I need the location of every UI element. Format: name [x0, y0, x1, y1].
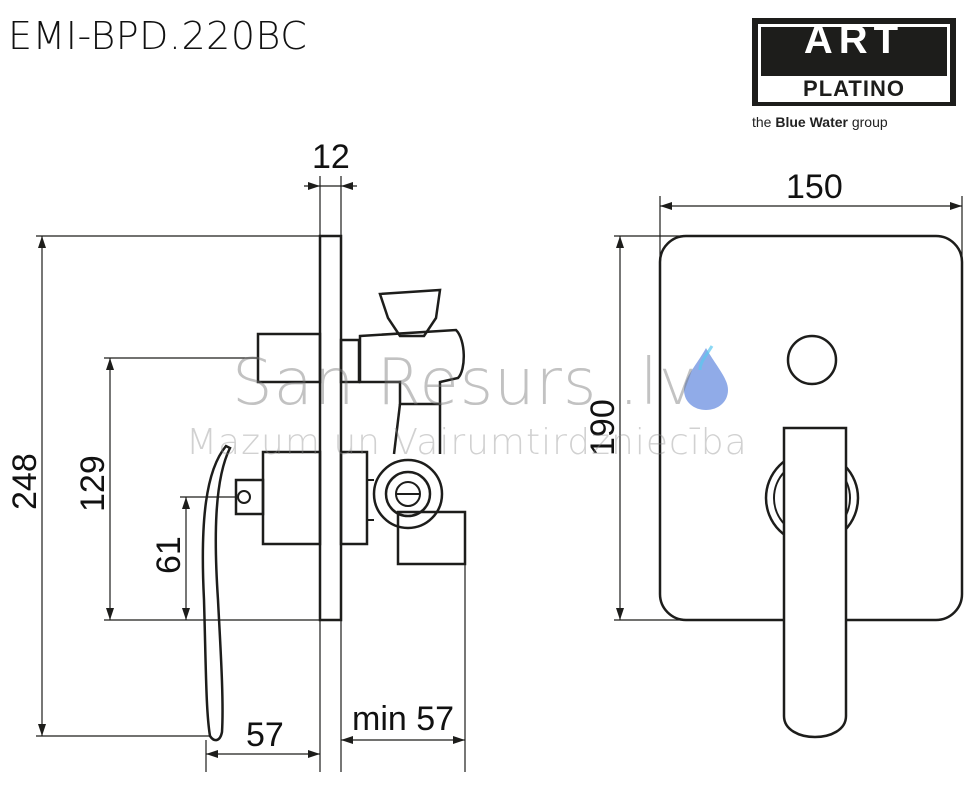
brand-tagline: the Blue Water group — [752, 114, 962, 130]
arrow-min57-right — [453, 736, 465, 744]
dim-129-label: 129 — [74, 455, 112, 512]
dim-57-label: 57 — [246, 716, 284, 754]
front-handle-lever — [782, 426, 848, 739]
arrow-61-top — [182, 497, 190, 509]
arrow-129-bot — [106, 608, 114, 620]
side-handle-lever — [201, 444, 232, 742]
side-lower-box — [396, 510, 467, 566]
arrow-190-top — [616, 236, 624, 248]
dim-190-label: 190 — [584, 399, 622, 456]
model-title: EMI-BPD.220BC — [8, 14, 308, 58]
dim-248-label: 248 — [6, 453, 44, 510]
side-diverter-body — [358, 328, 465, 406]
arrow-190-bot — [616, 608, 624, 620]
side-diverter-stem — [392, 403, 402, 455]
logo-art-text: ART — [803, 18, 905, 62]
watermark-tagline: Mazum un Vairumtirdzniecība — [186, 422, 748, 463]
arrow-min57-left — [341, 736, 353, 744]
arrow-61-bot — [182, 608, 190, 620]
side-shaft-screw — [237, 490, 251, 504]
front-diverter-knob — [786, 334, 838, 386]
dim-12-label: 12 — [312, 138, 350, 176]
arrow-57-left — [206, 750, 218, 758]
arrow-12-left — [308, 182, 320, 190]
water-drop-highlight — [698, 345, 714, 371]
arrow-248-top — [38, 236, 46, 248]
logo-platino-text: PLATINO — [758, 76, 950, 102]
arrow-248-bot — [38, 724, 46, 736]
side-inner-body-left — [339, 450, 369, 546]
dim-min57-label: min 57 — [352, 700, 454, 738]
side-body-box — [261, 450, 322, 546]
dim-61-label: 61 — [150, 536, 188, 574]
arrow-150-left — [660, 202, 672, 210]
arrow-57-right — [308, 750, 320, 758]
brand-logo: ART PLATINO — [752, 18, 956, 106]
side-diverter-head — [378, 288, 442, 338]
arrow-129-top — [106, 358, 114, 370]
tagline-prefix: the — [752, 114, 776, 130]
watermark-site: San Resurs .lv — [232, 346, 698, 420]
side-wall-plate — [318, 234, 343, 622]
side-outlet-outer — [372, 458, 444, 530]
tagline-suffix: group — [847, 114, 888, 130]
arrow-12-right — [341, 182, 353, 190]
arrow-150-right — [950, 202, 962, 210]
water-drop-icon — [684, 348, 728, 410]
tagline-brand: Blue Water — [775, 114, 848, 130]
dim-150-label: 150 — [786, 168, 843, 206]
side-outlet-inner — [384, 470, 432, 518]
